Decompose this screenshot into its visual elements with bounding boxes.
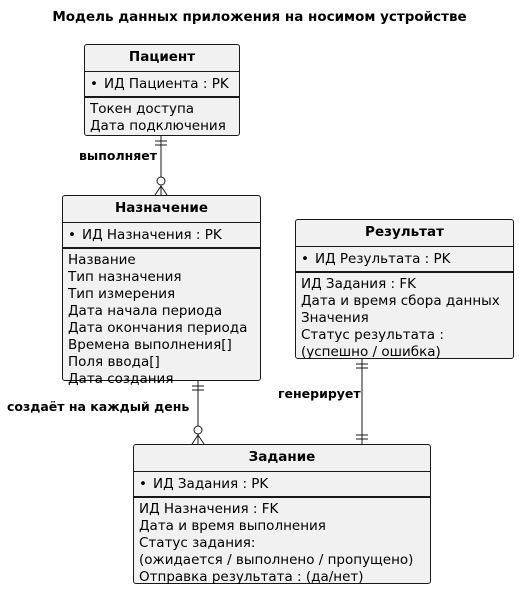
- entity-name: Пациент: [85, 45, 239, 72]
- attribute: Статус результата :: [301, 327, 444, 343]
- primary-key-text: ИД Назначения : PK: [81, 227, 222, 243]
- attribute: Тип измерения: [68, 286, 176, 302]
- attribute: (успешно / ошибка): [301, 344, 441, 360]
- primary-key-text: ИД Задания : PK: [152, 476, 269, 492]
- crow-zero-circle: [193, 425, 203, 435]
- attribute: Отправка результата : (да/нет): [139, 569, 364, 585]
- primary-key-text: ИД Результата : PK: [314, 251, 451, 267]
- entity-assignment: Назначение • ИД Назначения : PK Название …: [62, 195, 261, 387]
- attribute-list: Название Тип назначения Тип измерения Да…: [63, 249, 260, 390]
- bullet-icon: •: [301, 251, 309, 267]
- attribute: Дата создания: [68, 371, 174, 387]
- attribute: Название: [68, 252, 136, 268]
- relation-label-performs: выполняет: [79, 148, 157, 163]
- primary-key: • ИД Назначения : PK: [63, 223, 260, 249]
- attribute: (ожидается / выполнено / пропущено): [139, 552, 414, 568]
- attribute: ИД Назначения : FK: [139, 501, 279, 517]
- attribute-list: Токен доступа Дата подключения: [85, 98, 239, 137]
- entity-name: Результат: [296, 220, 513, 247]
- attribute: Дата начала периода: [68, 303, 223, 319]
- crow-foot-right: [197, 434, 205, 445]
- relation-label-generates: генерирует: [278, 386, 361, 401]
- diagram-title: Модель данных приложения на носимом устр…: [52, 9, 467, 25]
- attribute: Дата и время выполнения: [139, 518, 326, 534]
- crow-foot-right: [160, 185, 168, 196]
- bullet-icon: •: [68, 227, 76, 243]
- crow-foot-left: [154, 185, 162, 196]
- attribute: Дата и время сбора данных: [301, 293, 500, 309]
- entity-name: Задание: [134, 445, 430, 472]
- crow-foot-left: [191, 434, 199, 445]
- attribute-list: ИД Назначения : FK Дата и время выполнен…: [134, 498, 430, 588]
- crow-zero-circle: [156, 176, 166, 186]
- bullet-icon: •: [90, 76, 98, 92]
- entity-name: Назначение: [63, 196, 260, 223]
- attribute-list: ИД Задания : FK Дата и время сбора данны…: [296, 273, 513, 363]
- entity-result: Результат • ИД Результата : PK ИД Задания…: [295, 219, 514, 360]
- attribute: Дата окончания периода: [68, 320, 248, 336]
- attribute: Времена выполнения[]: [68, 337, 232, 353]
- entity-patient: Пациент • ИД Пациента : PK Токен доступа …: [84, 44, 240, 136]
- primary-key-text: ИД Пациента : PK: [103, 76, 229, 92]
- attribute: Токен доступа: [90, 101, 195, 117]
- entity-task: Задание • ИД Задания : PK ИД Назначения :…: [133, 444, 431, 585]
- attribute: Тип назначения: [68, 269, 182, 285]
- primary-key: • ИД Результата : PK: [296, 247, 513, 273]
- relation-label-creates-daily: создаёт на каждый день: [7, 399, 190, 414]
- attribute: Статус задания:: [139, 535, 256, 551]
- primary-key: • ИД Пациента : PK: [85, 72, 239, 98]
- attribute: Значения: [301, 310, 369, 326]
- primary-key: • ИД Задания : PK: [134, 472, 430, 498]
- bullet-icon: •: [139, 476, 147, 492]
- attribute: Дата подключения: [90, 118, 226, 134]
- attribute: Поля ввода[]: [68, 354, 160, 370]
- attribute: ИД Задания : FK: [301, 276, 416, 292]
